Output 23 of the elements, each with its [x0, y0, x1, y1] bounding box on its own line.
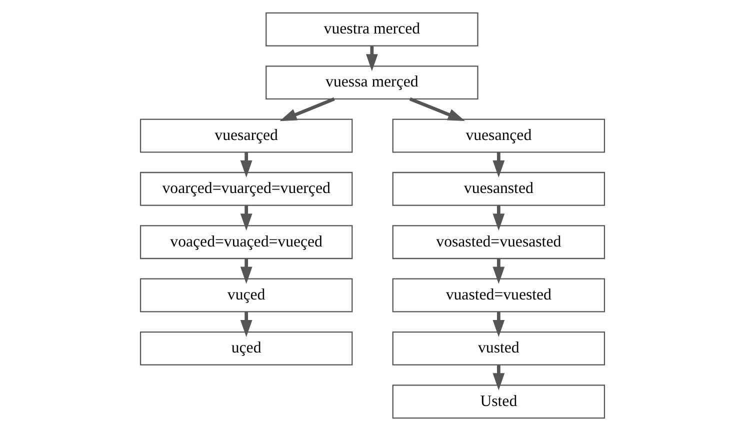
arrow: [492, 312, 505, 337]
node-box: voarçed=vuarçed=vuerçed: [140, 172, 353, 206]
arrow: [492, 258, 505, 284]
arrow: [240, 152, 252, 178]
node-box: Usted: [392, 384, 606, 419]
node-box: vuasted=vuested: [392, 278, 606, 312]
arrow: [492, 365, 505, 390]
node-box: vuçed: [140, 278, 353, 312]
arrow: [492, 206, 505, 231]
node-box: vuessa merçed: [266, 66, 478, 100]
arrow: [240, 312, 252, 337]
arrow: [492, 152, 505, 178]
node-box: vuesarçed: [140, 118, 353, 153]
arrow: [240, 258, 252, 284]
node-box: vuesansted: [392, 172, 606, 206]
node-box: voaçed=vuaçed=vueçed: [140, 225, 353, 260]
arrow: [366, 46, 378, 72]
arrow: [240, 206, 252, 231]
node-box: vosasted=vuesasted: [392, 225, 606, 260]
node-box: vuestra merced: [266, 12, 478, 46]
node-box: vuesançed: [392, 118, 606, 153]
node-box: uçed: [140, 332, 353, 366]
node-box: vusted: [392, 332, 606, 366]
